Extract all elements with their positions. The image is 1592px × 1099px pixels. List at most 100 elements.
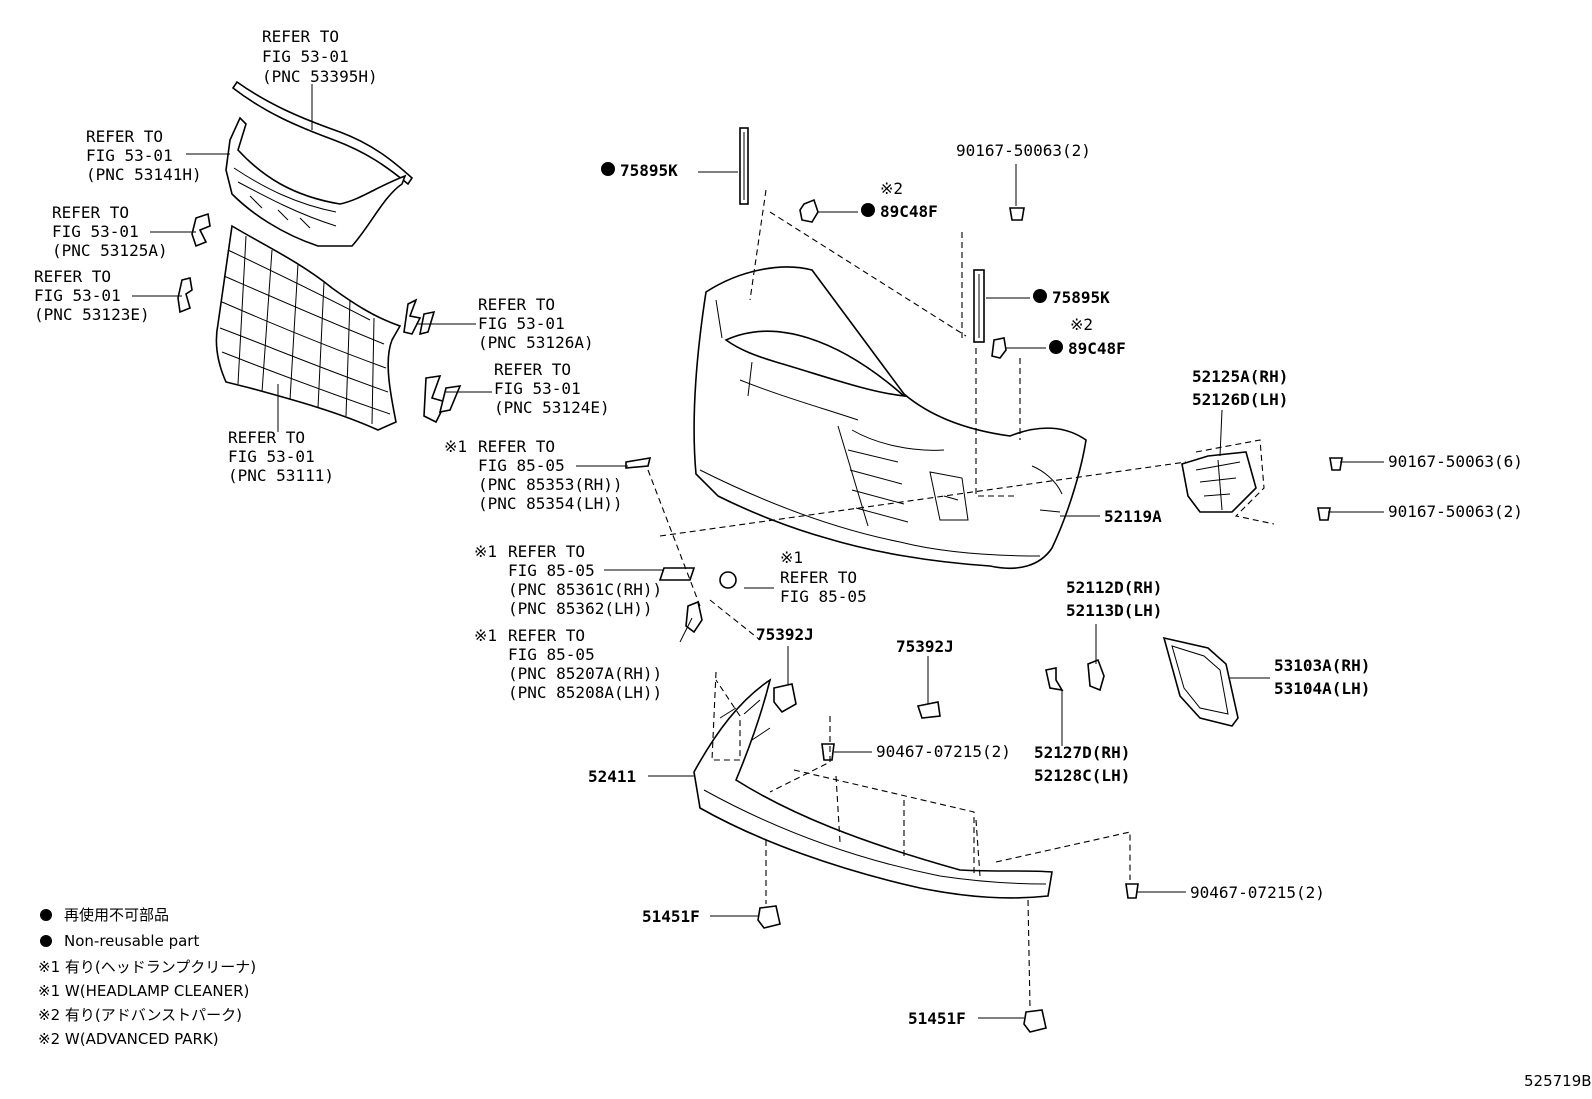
part-52113D: 52113D(LH) (1066, 601, 1162, 620)
front-bumper-cover (693, 266, 1087, 570)
ref-line: REFER TO (494, 360, 571, 379)
assembly-lines (647, 189, 1275, 1009)
part-52128C: 52128C(LH) (1034, 766, 1130, 785)
note-mark: ※2 (1070, 315, 1093, 334)
ref-line: (PNC 85207A(RH)) (508, 664, 662, 683)
ref-line: (PNC 53395H) (262, 67, 378, 86)
leader-lines (132, 84, 1384, 1019)
ref-label-85207: ※1 REFER TO FIG 85-05 (PNC 85207A(RH)) (… (474, 626, 662, 702)
ref-label-85361: ※1 REFER TO FIG 85-05 (PNC 85361C(RH)) (… (474, 542, 662, 618)
ref-line: REFER TO (262, 27, 339, 46)
ref-line: FIG 53-01 (34, 286, 121, 305)
grille-upper-molding (231, 80, 414, 186)
note-mark: ※2 (880, 179, 903, 198)
ref-label-53125A: REFER TO FIG 53-01 (PNC 53125A) (52, 203, 168, 260)
ref-line: (PNC 53123E) (34, 305, 150, 324)
ref-line: FIG 53-01 (262, 47, 349, 66)
ref-line: FIG 53-01 (52, 222, 139, 241)
lower-brackets-75392J (773, 683, 941, 719)
legend: 再使用不可部品 Non-reusable part ※1 有り(ヘッドランプクリ… (38, 906, 256, 1048)
ref-line: (PNC 85361C(RH)) (508, 580, 662, 599)
ref-label-53124E: REFER TO FIG 53-01 (PNC 53124E) (494, 360, 610, 417)
ref-label-53111: REFER TO FIG 53-01 (PNC 53111) (228, 428, 334, 485)
part-52411: 52411 (588, 767, 636, 786)
non-reusable-dot (601, 162, 615, 176)
sensor-retainers (799, 198, 1007, 359)
part-89C48F: 89C48F (1068, 339, 1126, 358)
legend-line: ※1 有り(ヘッドランプクリーナ) (38, 958, 256, 976)
ref-line: (PNC 53111) (228, 466, 334, 485)
ref-label-53395H: REFER TO FIG 53-01 (PNC 53395H) (262, 27, 378, 86)
legend-line: ※2 有り(アドバンストパーク) (38, 1006, 242, 1024)
non-reusable-dot (1033, 289, 1047, 303)
part-90167-50063: 90167-50063(2) (956, 141, 1091, 160)
ref-label-8505: ※1 REFER TO FIG 85-05 (780, 548, 867, 606)
grille-trim-53126A (403, 298, 436, 336)
ref-line: (PNC 85354(LH)) (478, 494, 623, 513)
grille-trim-53124E (423, 375, 462, 424)
ref-line: REFER TO (478, 437, 555, 456)
lower-brackets-52112D (1045, 658, 1105, 692)
ref-line: FIG 53-01 (478, 314, 565, 333)
part-52119A: 52119A (1104, 507, 1162, 526)
part-90167-50063: 90167-50063(6) (1388, 452, 1523, 471)
legend-dot (40, 935, 52, 947)
ref-line: (PNC 53124E) (494, 398, 610, 417)
ref-line: REFER TO (508, 542, 585, 561)
bumper-reflector-strips (739, 127, 985, 343)
legend-dot (40, 909, 52, 921)
part-90167-50063: 90167-50063(2) (1388, 502, 1523, 521)
headlamp-cleaner-parts (625, 457, 737, 634)
ref-line: REFER TO (478, 295, 555, 314)
ref-line: (PNC 53126A) (478, 333, 594, 352)
note-mark: ※1 (474, 626, 497, 645)
ref-line: REFER TO (52, 203, 129, 222)
grille-bracket-53125A (191, 212, 211, 248)
ref-line: (PNC 85362(LH)) (508, 599, 653, 618)
part-90467-07215: 90467-07215(2) (1190, 883, 1325, 902)
ref-line: REFER TO (508, 626, 585, 645)
ref-label-53126A: REFER TO FIG 53-01 (PNC 53126A) (478, 295, 594, 352)
ref-line: FIG 85-05 (780, 587, 867, 606)
grille-bracket-53123E (177, 277, 193, 314)
legend-line: ※2 W(ADVANCED PARK) (38, 1030, 219, 1048)
part-75895K: 75895K (1052, 288, 1110, 307)
part-53103A: 53103A(RH) (1274, 656, 1370, 675)
part-52125A: 52125A(RH) (1192, 367, 1288, 386)
ref-line: FIG 53-01 (494, 379, 581, 398)
ref-line: REFER TO (780, 568, 857, 587)
bumper-side-support (1181, 451, 1257, 513)
part-52112D: 52112D(RH) (1066, 578, 1162, 597)
note-mark: ※1 (474, 542, 497, 561)
part-75392J: 75392J (756, 625, 814, 644)
grille-upper-frame (225, 116, 407, 247)
legend-line: ※1 W(HEADLAMP CLEANER) (38, 982, 249, 1000)
part-51451F: 51451F (908, 1009, 966, 1028)
figure-id: 525719B (1524, 1072, 1592, 1090)
part-75895K: 75895K (620, 161, 678, 180)
part-89C48F: 89C48F (880, 202, 938, 221)
radiator-grille (215, 224, 402, 431)
note-mark: ※1 (780, 548, 803, 567)
ref-line: REFER TO (34, 267, 111, 286)
ref-label-53141H: REFER TO FIG 53-01 (PNC 53141H) (86, 127, 202, 184)
ref-line: (PNC 85208A(LH)) (508, 683, 662, 702)
part-51451F: 51451F (642, 907, 700, 926)
ref-line: FIG 85-05 (508, 645, 595, 664)
part-52127D: 52127D(RH) (1034, 743, 1130, 762)
ref-line: (PNC 85353(RH)) (478, 475, 623, 494)
lower-spoiler (693, 678, 1053, 899)
ref-line: FIG 85-05 (508, 561, 595, 580)
part-75392J: 75392J (896, 637, 954, 656)
fog-lamp-cover (1162, 636, 1239, 727)
ref-line: (PNC 53141H) (86, 165, 202, 184)
part-52126D: 52126D(LH) (1192, 390, 1288, 409)
ref-line: FIG 85-05 (478, 456, 565, 475)
push-clips (757, 905, 1047, 1033)
non-reusable-dot (861, 203, 875, 217)
part-53104A: 53104A(LH) (1274, 679, 1370, 698)
ref-line: FIG 53-01 (228, 447, 315, 466)
note-mark: ※1 (444, 437, 467, 456)
legend-line: Non-reusable part (64, 932, 199, 950)
